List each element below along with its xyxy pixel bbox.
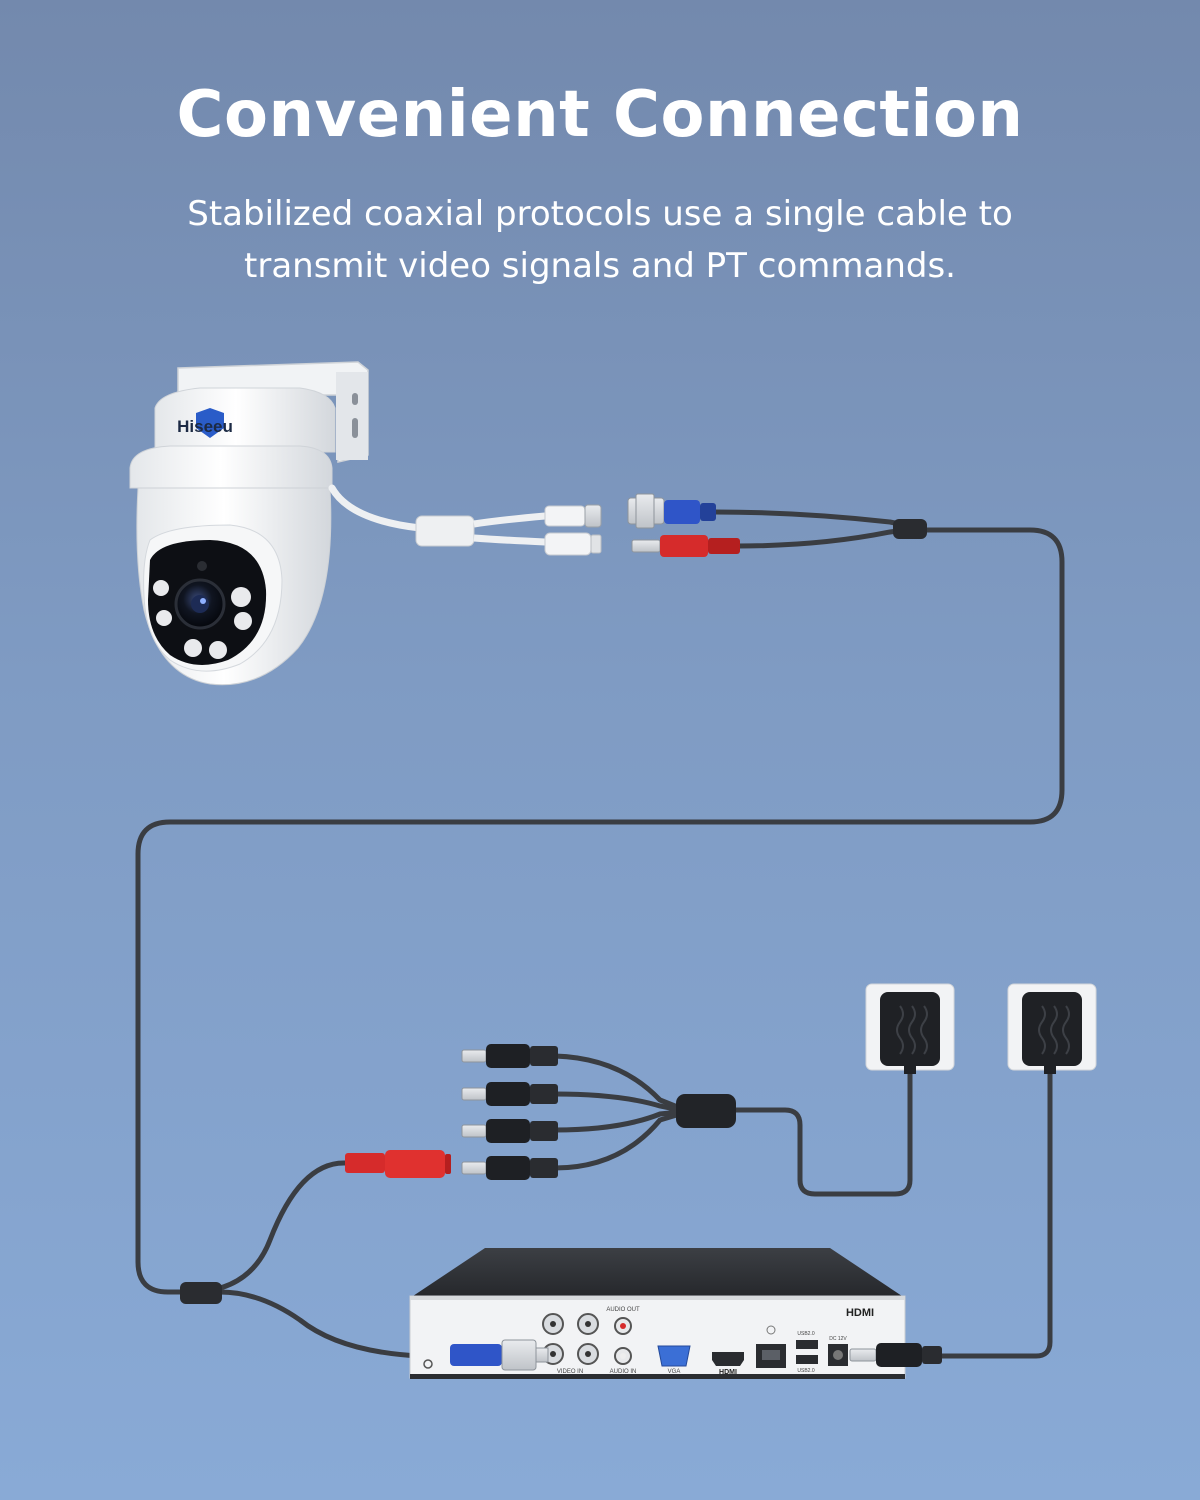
camera-brand-text: Hiseeu	[177, 417, 233, 436]
wall-outlet-left	[865, 983, 955, 1074]
ptz-camera: Hiseeu	[129, 361, 602, 686]
usb-ports: USB2.0 USB2.0	[796, 1331, 818, 1374]
dc-plug-1	[461, 1044, 558, 1068]
vga-port: VGA	[657, 1345, 691, 1375]
main-coax-cable	[135, 509, 1065, 1359]
hdmi-port: HDMI	[712, 1352, 744, 1376]
dc-plug-2	[461, 1082, 558, 1106]
label-hdmi: HDMI	[719, 1369, 737, 1376]
dc-plug-dvr	[849, 1343, 942, 1367]
dc-power-port: DC 12V	[828, 1336, 848, 1366]
dc-plug-camera-side	[631, 535, 740, 557]
dc-female-connector-red	[345, 1150, 451, 1178]
dvr-hdmi-logo: HDMI	[846, 1307, 874, 1319]
power-splitter-cable	[552, 1053, 1053, 1359]
dc-plug-4	[461, 1156, 558, 1180]
power-splitter	[461, 1044, 736, 1180]
page-subtitle: Stabilized coaxial protocols use a singl…	[187, 194, 1013, 286]
label-audio-out: AUDIO OUT	[606, 1307, 640, 1313]
hiseeu-logo: Hiseeu	[177, 408, 233, 438]
lan-port	[756, 1325, 786, 1368]
bnc-plug-dvr	[450, 1339, 549, 1371]
label-usb-bottom: USB2.0	[797, 1368, 814, 1374]
audio-ports: AUDIO OUT AUDIO IN	[606, 1307, 640, 1375]
label-video-in: VIDEO IN	[557, 1369, 583, 1375]
dc-plug-3	[461, 1119, 558, 1143]
label-usb-top: USB2.0	[797, 1331, 814, 1337]
label-vga: VGA	[668, 1369, 681, 1375]
cable-joint-camera-side	[893, 519, 927, 539]
bnc-connector-camera-side	[627, 493, 716, 529]
label-dc: DC 12V	[829, 1336, 847, 1342]
cable-joint-dvr-side	[180, 1282, 222, 1304]
dvr-recorder: HDMI VIDEO IN AUDIO OUT AUDIO IN VGA	[409, 1248, 942, 1379]
label-audio-in: AUDIO IN	[610, 1369, 637, 1375]
page-title: Convenient Connection	[176, 78, 1024, 152]
wall-outlet-right	[1007, 983, 1097, 1074]
